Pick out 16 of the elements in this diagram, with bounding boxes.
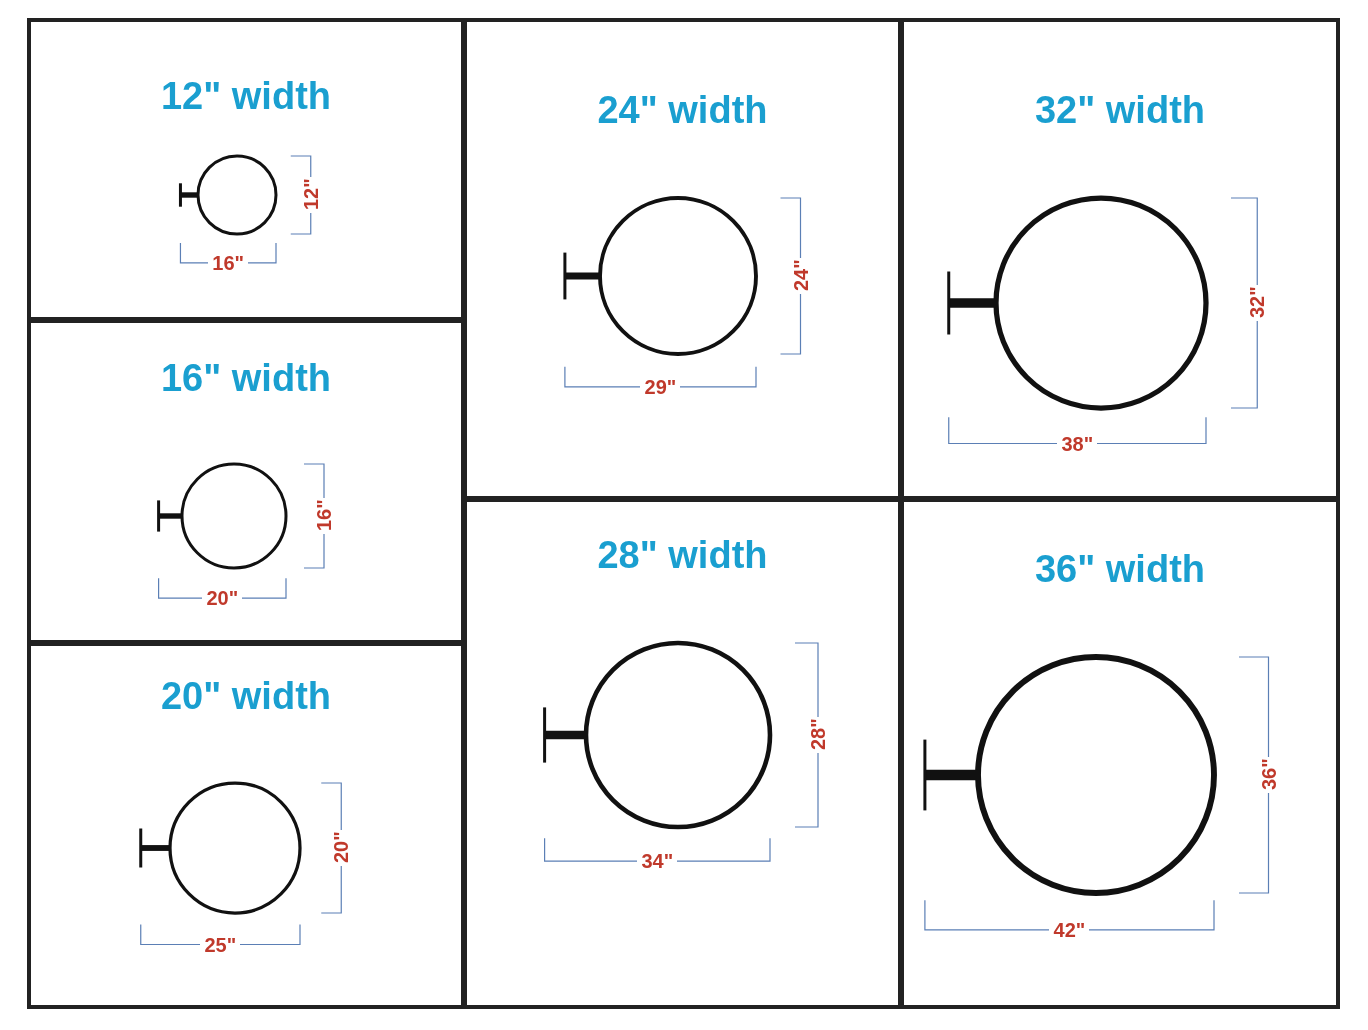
panel-title: 24" width: [597, 91, 768, 129]
panel: [27, 18, 465, 321]
panel-title: 28" width: [597, 536, 768, 574]
panel: [27, 642, 465, 1009]
panel-title: 12" width: [160, 77, 331, 115]
panel: [900, 498, 1340, 1009]
panel-title: 20" width: [160, 677, 331, 715]
dimension-label: 16": [314, 498, 334, 534]
panel: [463, 498, 902, 1009]
panel: [463, 18, 902, 500]
panel: [27, 319, 465, 644]
dimension-label: 28": [808, 717, 828, 753]
panel-title: 16" width: [160, 359, 331, 397]
panel-title: 32" width: [1034, 91, 1205, 129]
panel-title: 36" width: [1034, 550, 1205, 588]
panel: [900, 18, 1340, 500]
